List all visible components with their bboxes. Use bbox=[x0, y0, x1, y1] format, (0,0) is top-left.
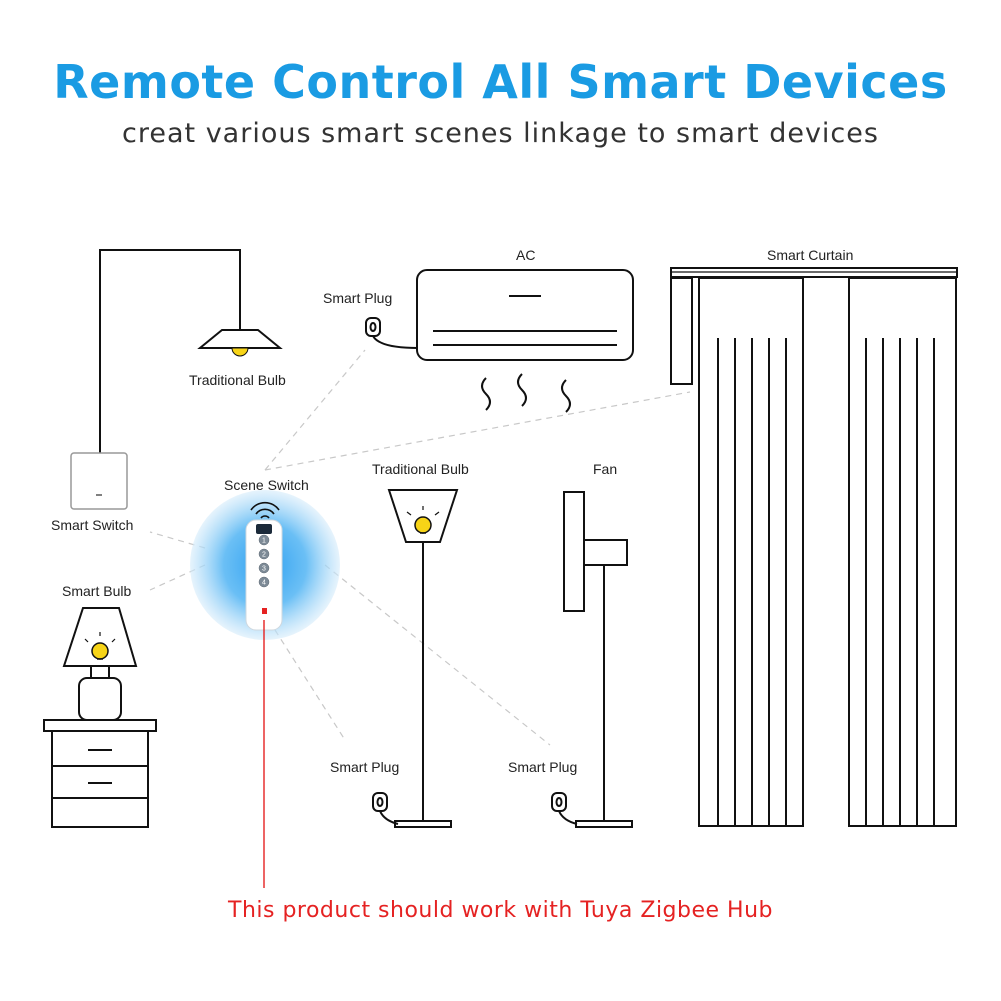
remote-button-3: 3 bbox=[262, 566, 266, 573]
label-smart-plug-fan: Smart Plug bbox=[508, 759, 578, 775]
fan-smart-plug bbox=[551, 792, 578, 825]
label-ac: AC bbox=[516, 247, 536, 263]
floor-lamp bbox=[387, 489, 459, 828]
label-fan: Fan bbox=[593, 461, 618, 477]
label-traditional-bulb-floor: Traditional Bulb bbox=[372, 461, 469, 477]
label-smart-bulb: Smart Bulb bbox=[62, 583, 132, 599]
label-smart-plug-lamp: Smart Plug bbox=[330, 759, 400, 775]
table-lamp bbox=[62, 607, 138, 721]
page-title: Remote Control All Smart Devices bbox=[53, 55, 948, 109]
remote-button-2: 2 bbox=[262, 552, 266, 559]
smart-curtain-device bbox=[670, 267, 958, 827]
remote-button-4: 4 bbox=[262, 580, 266, 587]
nightstand bbox=[43, 719, 157, 828]
page-subtitle: creat various smart scenes linkage to sm… bbox=[122, 118, 879, 149]
connection-lines bbox=[149, 349, 691, 746]
ac-unit bbox=[416, 269, 634, 413]
compatibility-note: This product should work with Tuya Zigbe… bbox=[228, 898, 773, 923]
fan-device bbox=[563, 491, 633, 828]
label-scene-switch: Scene Switch bbox=[224, 477, 309, 493]
label-traditional-bulb-ceiling: Traditional Bulb bbox=[189, 372, 286, 388]
smart-switch-device bbox=[70, 452, 128, 510]
ac-smart-plug bbox=[365, 317, 419, 349]
label-smart-switch: Smart Switch bbox=[51, 517, 134, 533]
label-smart-plug-ac: Smart Plug bbox=[323, 290, 393, 306]
remote-button-1: 1 bbox=[262, 538, 266, 545]
label-smart-curtain: Smart Curtain bbox=[767, 247, 854, 263]
scene-switch-remote: 1 2 3 4 bbox=[190, 490, 340, 888]
ceiling-lamp bbox=[99, 249, 283, 455]
floor-lamp-smart-plug bbox=[372, 792, 399, 825]
